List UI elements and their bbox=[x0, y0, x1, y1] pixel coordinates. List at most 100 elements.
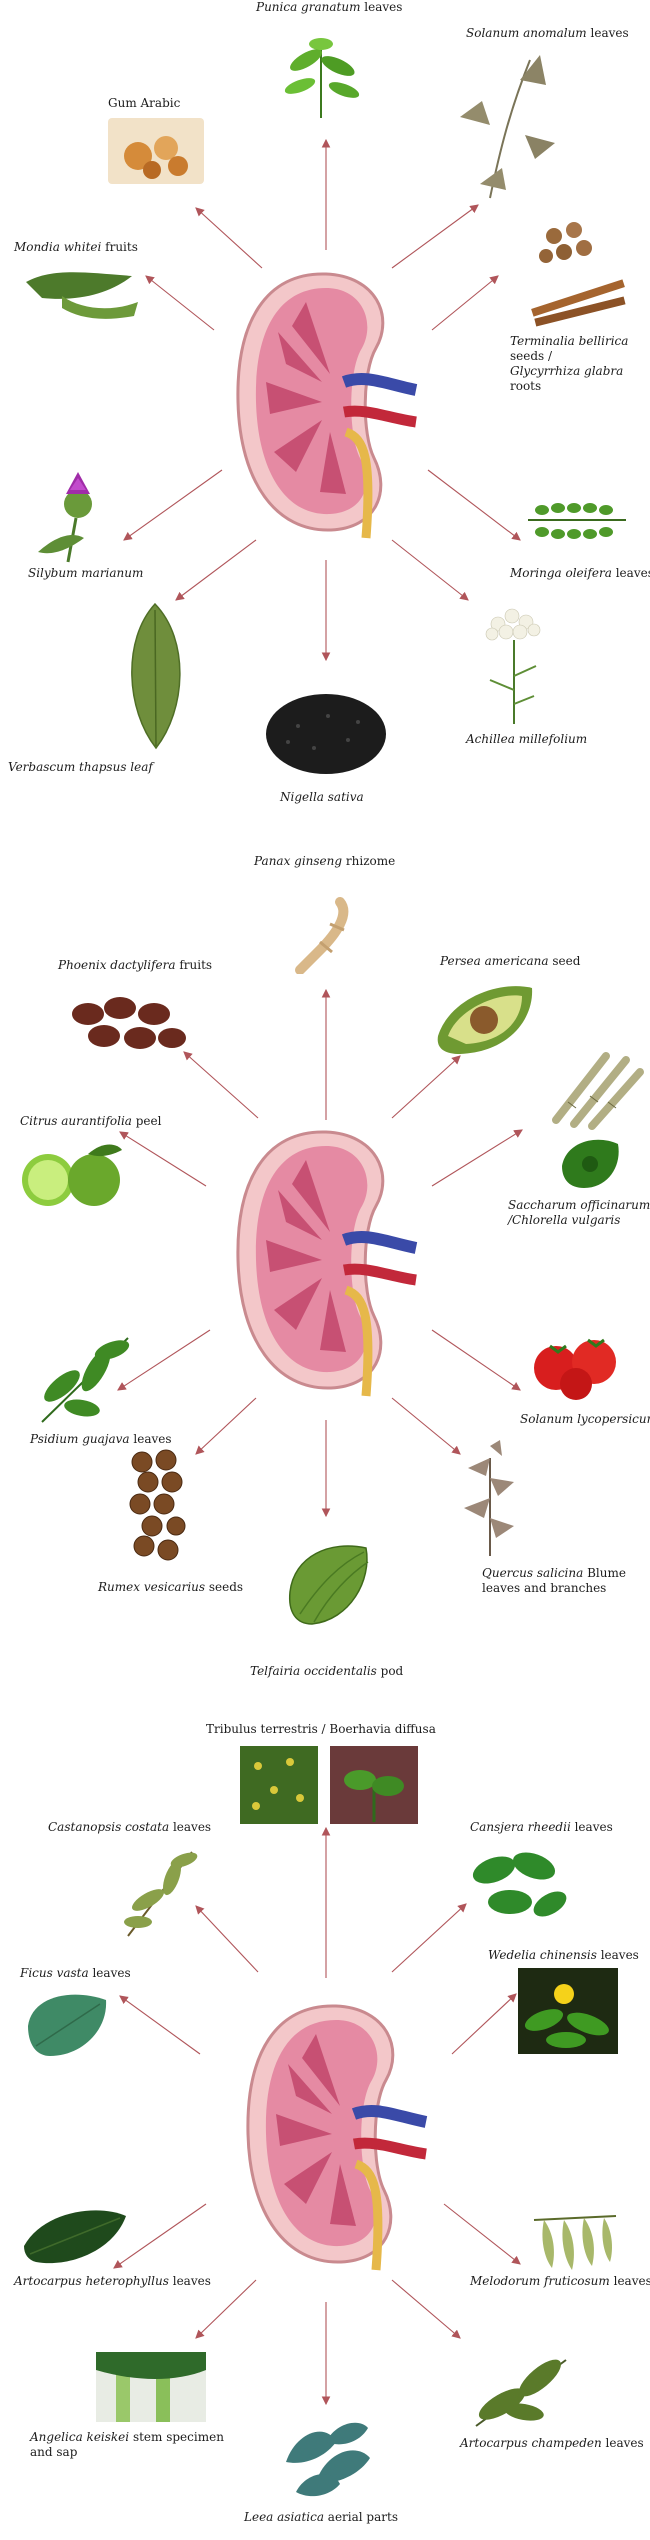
kidney-illustration bbox=[236, 1130, 418, 1397]
cansjera-leaves-icon bbox=[472, 1852, 567, 1917]
label-artocarpus-champeden: Artocarpus champeden leaves bbox=[460, 2436, 644, 2450]
label-quercus-2: leaves and branches bbox=[482, 1581, 607, 1595]
label-gum-arabic: Gum Arabic bbox=[108, 96, 181, 110]
arrow-lowright bbox=[443, 2203, 521, 2265]
label-saccharum-2: /Chlorella vulgaris bbox=[508, 1213, 621, 1227]
arrow-left bbox=[119, 1995, 201, 2055]
label-verbascum: Verbascum thapsus leaf bbox=[8, 760, 153, 774]
arrow-lowleft bbox=[123, 469, 223, 541]
citrus-peel-icon bbox=[22, 1144, 122, 1206]
label-solanum: Solanum anomalum leaves bbox=[466, 26, 629, 40]
label-achillea: Achillea millefolium bbox=[466, 732, 588, 746]
arrow-downright bbox=[391, 539, 469, 601]
castanopsis-leaves-icon bbox=[124, 1851, 198, 1937]
rumex-seeds-icon bbox=[129, 1449, 186, 1561]
angelica-stem-icon bbox=[96, 2352, 206, 2422]
chlorella-icon bbox=[562, 1139, 619, 1188]
label-ficus: Ficus vasta leaves bbox=[20, 1966, 131, 1980]
label-saccharum-1: Saccharum officinarum bbox=[508, 1198, 650, 1212]
arrow-upright bbox=[391, 1903, 467, 1973]
label-rumex: Rumex vesicarius seeds bbox=[98, 1580, 244, 1594]
gum-arabic-icon bbox=[108, 118, 204, 184]
arrow-upright bbox=[391, 1055, 461, 1119]
arrow-left bbox=[119, 1131, 207, 1187]
label-terminalia-1: Terminalia bellirica bbox=[510, 334, 629, 348]
label-panax: Panax ginseng rhizome bbox=[254, 854, 396, 868]
leea-aerial-parts-icon bbox=[286, 2422, 370, 2497]
label-wedelia: Wedelia chinensis leaves bbox=[488, 1948, 639, 1962]
artocarpus-heterophyllus-icon bbox=[24, 2210, 126, 2264]
label-lycopersicum: Solanum lycopersicum bbox=[520, 1412, 650, 1426]
arrow-lowright bbox=[427, 469, 521, 541]
arrow-downright bbox=[391, 1397, 461, 1455]
label-psidium: Psidium guajava leaves bbox=[30, 1432, 172, 1446]
label-nigella: Nigella sativa bbox=[280, 790, 364, 804]
artocarpus-champeden-icon bbox=[475, 2359, 567, 2427]
label-silybum: Silybum marianum bbox=[28, 566, 144, 580]
melodorum-leaves-icon bbox=[533, 2215, 617, 2270]
label-moringa: Moringa oleifera leaves bbox=[510, 566, 650, 580]
label-castanopsis: Castanopsis costata leaves bbox=[48, 1820, 212, 1834]
arrow-left bbox=[145, 275, 215, 331]
label-melodorum: Melodorum fruticosum leaves bbox=[470, 2274, 650, 2288]
saccharum-chlorella-icon bbox=[552, 1052, 644, 1130]
panax-rhizome-icon bbox=[295, 897, 349, 974]
arrows-layer bbox=[113, 1826, 521, 2406]
panel-1: Punica granatum leaves Solanum anomalum … bbox=[0, 0, 650, 820]
arrow-lowright bbox=[431, 1329, 521, 1391]
arrow-downleft bbox=[195, 1397, 257, 1455]
arrows-layer bbox=[117, 988, 523, 1518]
arrow-downleft bbox=[195, 2279, 257, 2339]
label-punica: Punica granatum leaves bbox=[256, 0, 403, 14]
wedelia-leaves-icon bbox=[518, 1968, 618, 2054]
arrow-downright bbox=[391, 2279, 461, 2339]
label-angelica-1: Angelica keiskei stem specimen bbox=[30, 2430, 224, 2444]
solanum-leaves-icon bbox=[460, 55, 555, 199]
arrow-lowleft bbox=[113, 2203, 207, 2269]
verbascum-leaf-icon bbox=[131, 602, 181, 750]
label-artocarpus-heterophyllus: Artocarpus heterophyllus leaves bbox=[14, 2274, 211, 2288]
arrows-layer bbox=[123, 138, 521, 662]
moringa-leaves-icon bbox=[528, 503, 626, 539]
arrow-upleft bbox=[183, 1051, 259, 1119]
label-mondia: Mondia whitei fruits bbox=[14, 240, 138, 254]
ficus-leaves-icon bbox=[28, 1994, 107, 2056]
arrow-downleft bbox=[175, 539, 257, 601]
label-tribulus: Tribulus terrestris / Boerhavia diffusa bbox=[206, 1722, 436, 1736]
label-persea: Persea americana seed bbox=[440, 954, 581, 968]
label-citrus: Citrus aurantifolia peel bbox=[20, 1114, 162, 1128]
terminalia-glycyrrhiza-icon bbox=[531, 222, 626, 327]
label-terminalia-3: Glycyrrhiza glabra bbox=[510, 364, 624, 378]
label-quercus-1: Quercus salicina Blume bbox=[482, 1566, 626, 1580]
arrow-right bbox=[431, 275, 499, 331]
arrow-upleft bbox=[195, 1905, 259, 1973]
kidney-illustration bbox=[236, 272, 418, 539]
label-terminalia-2: seeds / bbox=[510, 349, 553, 363]
arrow-upleft bbox=[195, 207, 263, 269]
achillea-icon bbox=[485, 608, 541, 724]
lycopersicum-icon bbox=[534, 1338, 616, 1400]
arrow-right bbox=[431, 1129, 523, 1187]
punica-leaves-icon bbox=[284, 38, 360, 118]
psidium-leaves-icon bbox=[41, 1337, 130, 1423]
boerhavia-icon bbox=[330, 1746, 418, 1824]
telfairia-pod-icon bbox=[288, 1545, 369, 1625]
label-telfairia: Telfairia occidentalis pod bbox=[250, 1664, 404, 1678]
arrow-right bbox=[451, 1993, 517, 2055]
arrow-lowleft bbox=[117, 1329, 211, 1391]
label-angelica-2: and sap bbox=[30, 2445, 78, 2459]
silybum-icon bbox=[38, 472, 92, 563]
arrow-upright bbox=[391, 204, 479, 269]
label-terminalia-4: roots bbox=[510, 379, 542, 393]
mondia-fruits-icon bbox=[26, 272, 138, 319]
panel-2: Panax ginseng rhizome Phoenix dactylifer… bbox=[0, 850, 650, 1690]
persea-seed-icon bbox=[437, 986, 533, 1054]
nigella-seeds-icon bbox=[258, 676, 394, 784]
label-leea: Leea asiatica aerial parts bbox=[244, 2510, 398, 2524]
quercus-icon bbox=[464, 1440, 514, 1556]
phoenix-fruits-icon bbox=[72, 997, 186, 1049]
label-phoenix: Phoenix dactylifera fruits bbox=[58, 958, 213, 972]
tribulus-icon bbox=[240, 1746, 318, 1824]
kidney-illustration bbox=[246, 2004, 428, 2271]
label-cansjera: Cansjera rheedii leaves bbox=[470, 1820, 613, 1834]
